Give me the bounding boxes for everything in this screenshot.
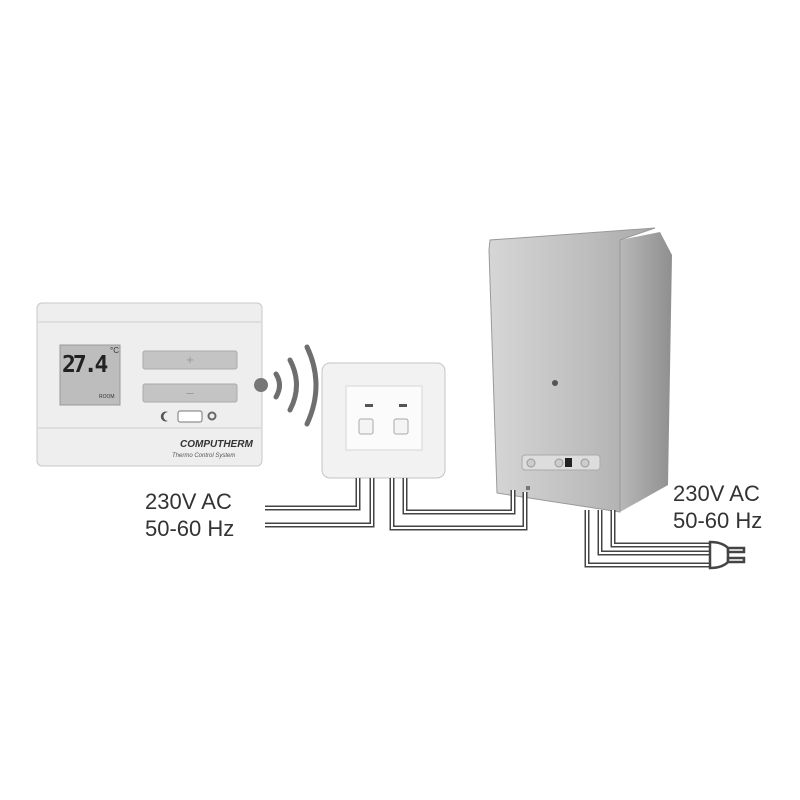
transmitter-dot [254, 378, 268, 392]
plus-label: + [186, 352, 194, 367]
temperature-unit: °C [110, 346, 119, 355]
plus-button[interactable] [142, 350, 238, 370]
receiver-button-2[interactable] [393, 418, 409, 435]
receiver-button-1[interactable] [358, 418, 374, 435]
wires [265, 478, 712, 568]
temperature-readout: 27.4 [62, 352, 108, 378]
left-frequency-label: 50-60 Hz [145, 516, 235, 541]
wireless-signal-icon [273, 344, 319, 427]
minus-label: – [186, 385, 194, 400]
tagline: Thermo Control System [172, 453, 236, 459]
minus-button[interactable] [142, 383, 238, 403]
right-frequency-label: 50-60 Hz [673, 508, 763, 533]
mode-switch[interactable] [177, 410, 203, 423]
thermostat [36, 302, 268, 467]
mode-label: ROOM [99, 394, 115, 400]
moon-icon [160, 411, 168, 422]
power-plug-icon [708, 540, 746, 570]
left-voltage-label: 230V AC [145, 489, 232, 514]
receiver [321, 362, 446, 479]
boiler [488, 227, 672, 513]
right-voltage-label: 230V AC [673, 481, 760, 506]
brand-logo: COMPUTHERM [180, 439, 253, 450]
sun-icon [207, 411, 217, 421]
lcd-display [59, 344, 121, 406]
